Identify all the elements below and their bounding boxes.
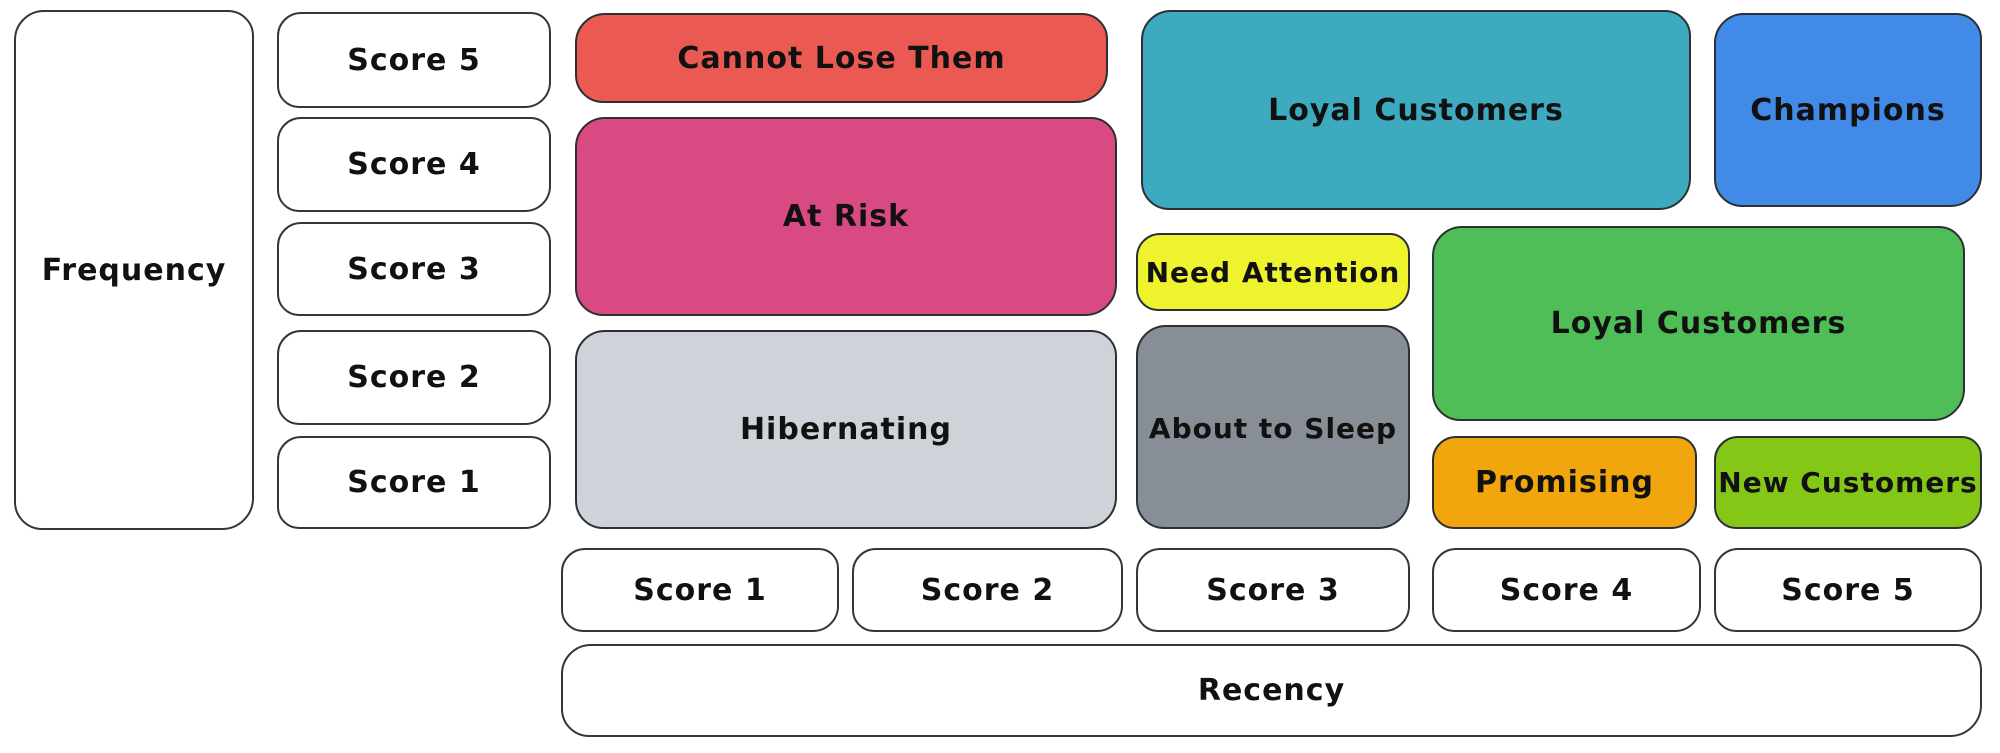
segment-about-to-sleep[interactable]: About to Sleep	[1136, 325, 1410, 529]
recency-score-3-box[interactable]: Score 3	[1136, 548, 1410, 632]
frequency-score-5-box[interactable]: Score 5	[277, 12, 551, 108]
frequency-score-2-box[interactable]: Score 2	[277, 330, 551, 425]
segment-new-customers[interactable]: New Customers	[1714, 436, 1982, 529]
segment-loyal-customers-green[interactable]: Loyal Customers	[1432, 226, 1965, 421]
segment-at-risk[interactable]: At Risk	[575, 117, 1117, 316]
frequency-score-3-box[interactable]: Score 3	[277, 222, 551, 316]
segment-loyal-customers-teal[interactable]: Loyal Customers	[1141, 10, 1691, 210]
segment-promising[interactable]: Promising	[1432, 436, 1697, 529]
segment-cannot-lose-them[interactable]: Cannot Lose Them	[575, 13, 1108, 103]
segment-champions[interactable]: Champions	[1714, 13, 1982, 207]
frequency-score-4-box[interactable]: Score 4	[277, 117, 551, 212]
recency-axis-label[interactable]: Recency	[561, 644, 1982, 737]
segment-need-attention[interactable]: Need Attention	[1136, 233, 1410, 311]
recency-score-2-box[interactable]: Score 2	[852, 548, 1123, 632]
frequency-axis-label[interactable]: Frequency	[14, 10, 254, 530]
recency-score-4-box[interactable]: Score 4	[1432, 548, 1701, 632]
recency-score-5-box[interactable]: Score 5	[1714, 548, 1982, 632]
recency-score-1-box[interactable]: Score 1	[561, 548, 839, 632]
frequency-score-1-box[interactable]: Score 1	[277, 436, 551, 529]
segment-hibernating[interactable]: Hibernating	[575, 330, 1117, 529]
